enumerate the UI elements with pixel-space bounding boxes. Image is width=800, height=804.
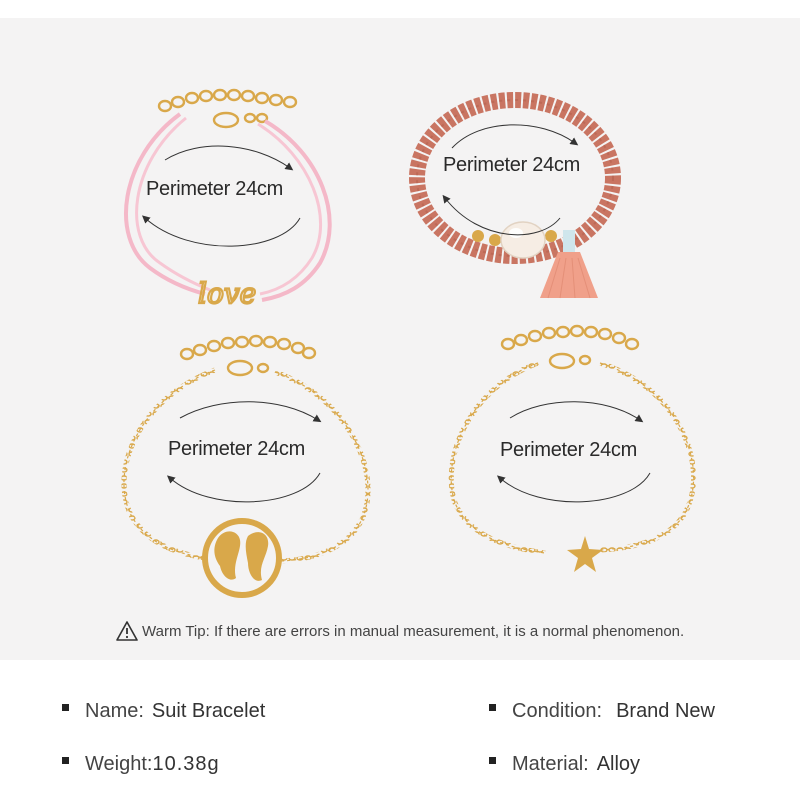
spec-condition-key: Condition: (512, 700, 603, 722)
bullet (489, 704, 496, 711)
product-specs: Name: Suit Bracelet Weight: 10.38g Condi… (0, 660, 800, 804)
warm-tip: Warm Tip: If there are errors in manual … (116, 621, 684, 641)
bullet (62, 757, 69, 764)
world-map-chain-bracelet (121, 334, 371, 598)
warning-triangle-icon (116, 621, 138, 641)
spec-weight: Weight: 10.38g (62, 753, 220, 776)
perimeter-label-2: Perimeter 24cm (443, 154, 580, 176)
warm-tip-text: Warm Tip: If there are errors in manual … (142, 622, 685, 640)
spec-name-key: Name: (85, 700, 144, 722)
spec-material-value: Alloy (596, 753, 641, 775)
spec-name-value: Suit Bracelet (151, 700, 266, 722)
perimeter-label-4: Perimeter 24cm (500, 439, 637, 461)
bullet (489, 757, 496, 764)
spec-weight-value: 10.38g (152, 753, 220, 775)
spec-material-key: Material: (512, 753, 589, 775)
top-white-band (0, 0, 800, 18)
bracelets-illustration: love (121, 88, 696, 598)
perimeter-label-3: Perimeter 24cm (168, 438, 305, 460)
love-charm: love (198, 277, 256, 310)
spec-condition-value: Brand New (616, 700, 715, 722)
beaded-bracelet (409, 92, 621, 299)
spec-weight-key: Weight: (85, 753, 153, 775)
spec-material: Material: Alloy (489, 753, 640, 776)
spec-name: Name: Suit Bracelet (62, 700, 265, 723)
perimeter-label-1: Perimeter 24cm (146, 178, 283, 200)
bullet (62, 704, 69, 711)
pink-cord-bracelet: love (124, 88, 332, 311)
product-photo: love (0, 18, 800, 660)
spec-condition: Condition: Brand New (489, 700, 715, 723)
starfish-chain-bracelet (448, 324, 696, 572)
